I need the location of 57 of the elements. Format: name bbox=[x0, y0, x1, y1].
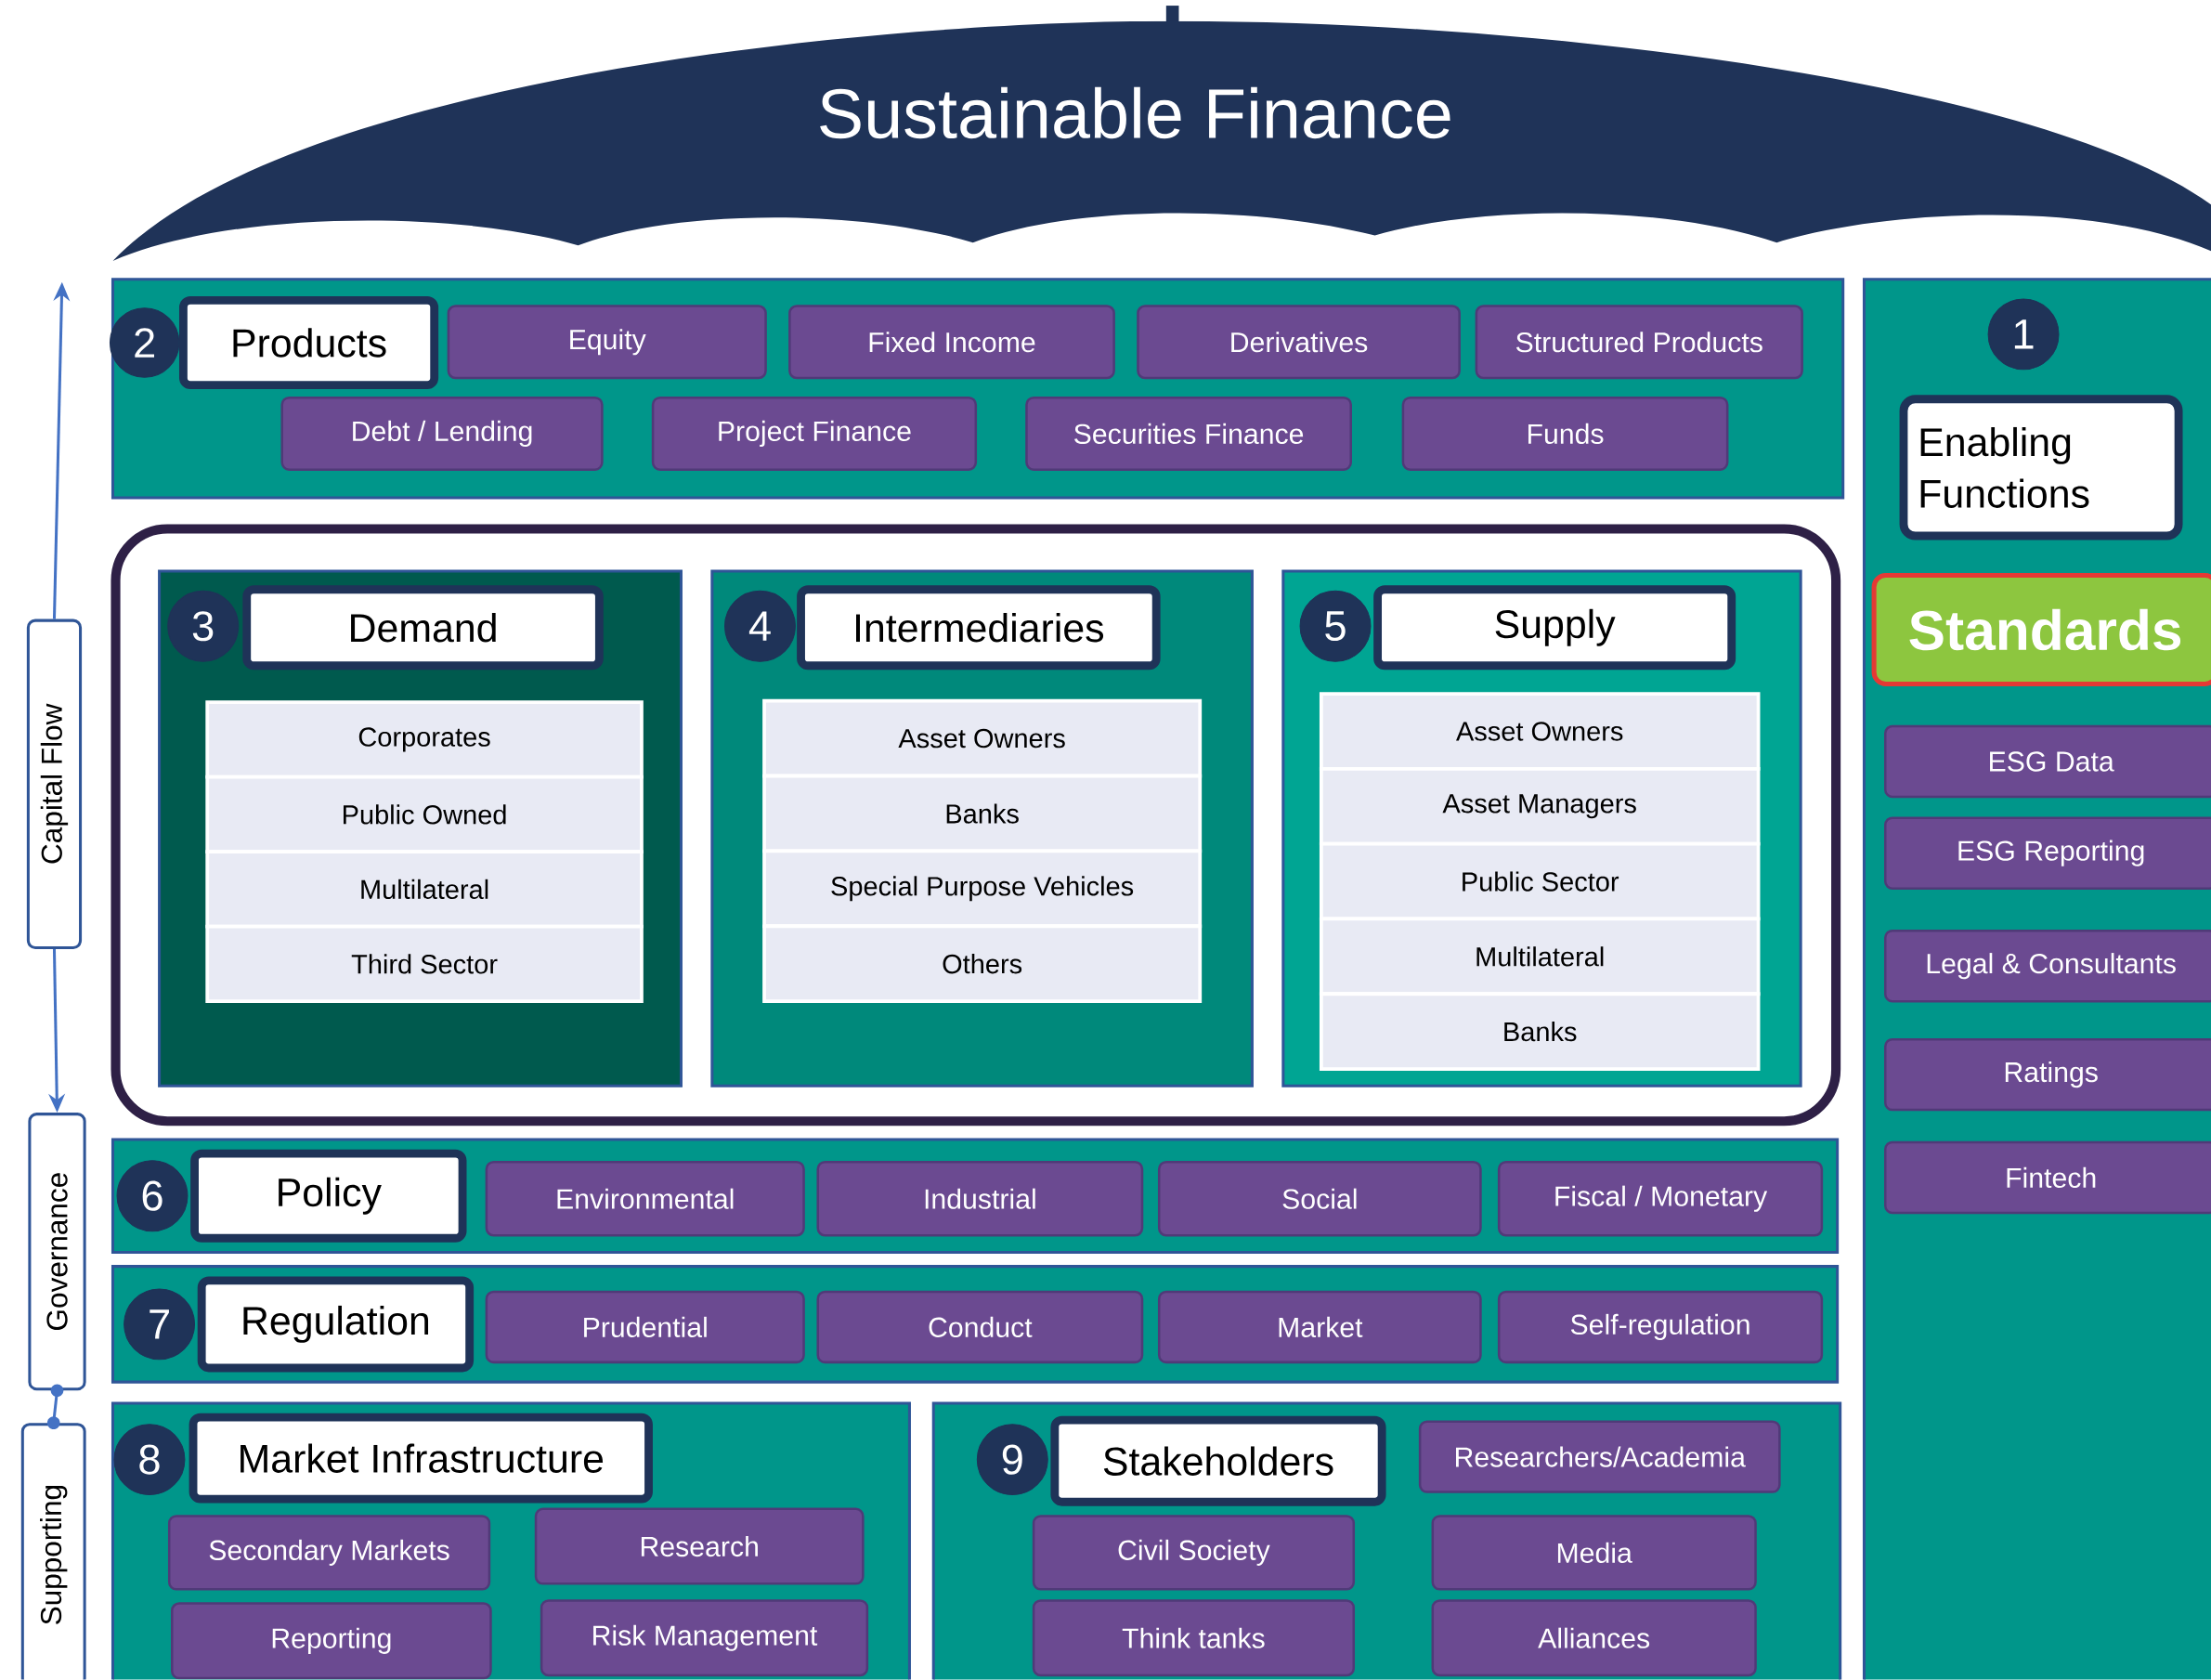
table-cell: Public Owned bbox=[205, 775, 644, 854]
category-box: Think tanks bbox=[1032, 1599, 1356, 1677]
heading-box: Enabling Functions bbox=[1899, 395, 2183, 540]
heading-box: Demand bbox=[242, 585, 604, 671]
table-cell: Special Purpose Vehicles bbox=[762, 849, 1203, 929]
table-cell: Public Sector bbox=[1319, 842, 1761, 921]
category-box: ESG Reporting bbox=[1884, 816, 2211, 891]
side-label: Supporting bbox=[20, 1423, 86, 1680]
heading-box: Supply bbox=[1373, 585, 1736, 671]
category-box: Project Finance bbox=[651, 397, 978, 472]
heading-box: Stakeholders bbox=[1050, 1415, 1386, 1506]
table-cell: Banks bbox=[1319, 992, 1761, 1072]
category-box: Reporting bbox=[171, 1602, 492, 1680]
category-box: Ratings bbox=[1884, 1038, 2211, 1112]
category-box: Secondary Markets bbox=[167, 1515, 491, 1591]
category-box: Self-regulation bbox=[1497, 1290, 1824, 1364]
category-box: Fixed Income bbox=[788, 305, 1115, 380]
category-box: Conduct bbox=[816, 1290, 1144, 1364]
heading-box: Market Infrastructure bbox=[189, 1413, 653, 1504]
category-box: Media bbox=[1431, 1515, 1757, 1591]
category-box: Securities Finance bbox=[1025, 397, 1352, 472]
heading-box: Intermediaries bbox=[797, 585, 1161, 671]
category-box: Researchers/Academia bbox=[1418, 1420, 1781, 1494]
table-cell: Third Sector bbox=[205, 925, 644, 1004]
table-cell: Asset Owners bbox=[1319, 692, 1761, 772]
side-label: Governance bbox=[28, 1113, 86, 1391]
table-cell: Multilateral bbox=[205, 850, 644, 929]
category-box: Industrial bbox=[816, 1161, 1144, 1237]
table-cell: Asset Owners bbox=[762, 699, 1203, 778]
category-box: ESG Data bbox=[1884, 725, 2211, 799]
category-box: Fiscal / Monetary bbox=[1497, 1161, 1824, 1237]
table-cell: Asset Managers bbox=[1319, 767, 1761, 846]
heading-box: Policy bbox=[190, 1149, 467, 1243]
standards-box: Standards bbox=[1871, 573, 2211, 687]
table-cell: Others bbox=[762, 924, 1203, 1004]
table-cell: Banks bbox=[762, 774, 1203, 853]
category-box: Environmental bbox=[485, 1161, 805, 1237]
table-cell: Multilateral bbox=[1319, 917, 1761, 996]
category-box: Alliances bbox=[1431, 1599, 1757, 1677]
heading-box: Regulation bbox=[197, 1276, 475, 1373]
category-box: Research bbox=[534, 1507, 865, 1585]
category-box: Legal & Consultants bbox=[1884, 930, 2211, 1003]
category-box: Market bbox=[1157, 1290, 1482, 1364]
heading-box: Products bbox=[179, 296, 439, 390]
category-box: Debt / Lending bbox=[280, 397, 604, 472]
category-box: Fintech bbox=[1884, 1140, 2211, 1215]
category-box: Equity bbox=[447, 305, 767, 380]
side-label: Capital Flow bbox=[26, 619, 83, 950]
connector-line bbox=[46, 1384, 64, 1430]
category-box: Derivatives bbox=[1137, 305, 1461, 380]
category-box: Civil Society bbox=[1032, 1515, 1356, 1591]
category-box: Social bbox=[1157, 1161, 1482, 1237]
category-box: Funds bbox=[1401, 397, 1729, 472]
category-box: Structured Products bbox=[1475, 305, 1803, 380]
category-box: Prudential bbox=[485, 1290, 805, 1364]
category-box: Risk Management bbox=[540, 1599, 869, 1677]
table-cell: Corporates bbox=[205, 700, 644, 779]
